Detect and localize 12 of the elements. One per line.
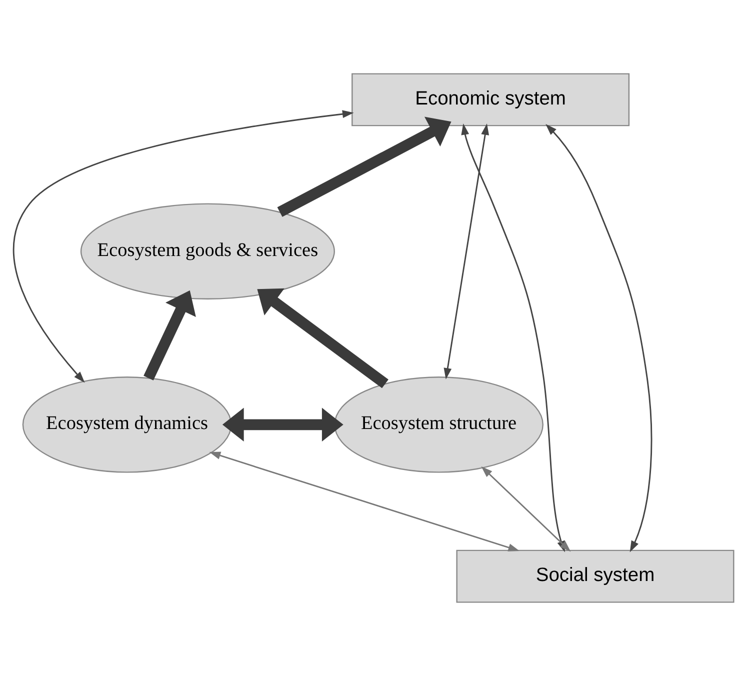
- arrow: [13, 110, 354, 382]
- node-box: Economic system: [352, 72, 630, 126]
- arrow: [222, 407, 344, 441]
- arrow: [444, 123, 490, 379]
- arrow: [209, 451, 520, 551]
- arrow: [144, 290, 196, 380]
- node-ellipse: Ecosystem structure: [334, 376, 544, 472]
- node-box: Social system: [456, 549, 734, 602]
- node-ellipse: Ecosystem goods & services: [80, 202, 335, 299]
- arrow: [257, 288, 388, 388]
- arrow: [277, 116, 452, 216]
- node-ellipse: Ecosystem dynamics: [22, 376, 232, 472]
